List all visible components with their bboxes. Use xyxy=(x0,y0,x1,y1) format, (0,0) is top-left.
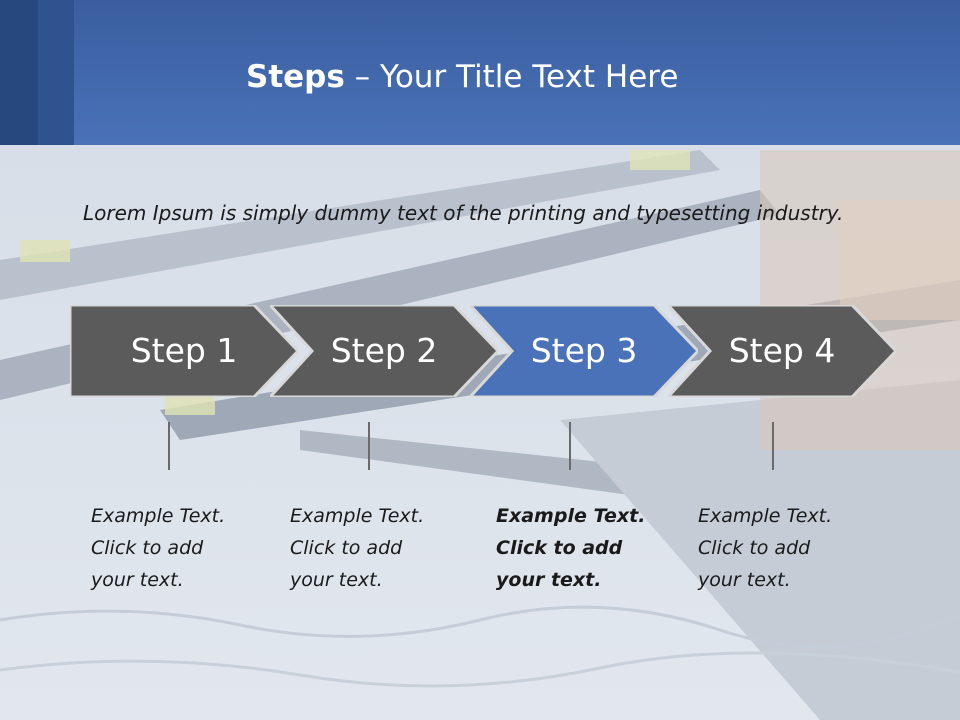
title-rest: – Your Title Text Here xyxy=(344,59,679,95)
step-4-chevron[interactable]: Step 4 xyxy=(668,305,896,397)
chevron-shape xyxy=(470,305,698,397)
description-line: Example Text. xyxy=(698,505,833,527)
step-2-connector-line xyxy=(368,422,370,470)
description-line: your text. xyxy=(290,569,383,591)
description-line: Example Text. xyxy=(496,505,646,527)
slide-title[interactable]: Steps – Your Title Text Here xyxy=(246,55,678,99)
step-1-connector-line xyxy=(168,422,170,470)
header-accent-strip xyxy=(0,0,38,145)
chevron-shape xyxy=(270,305,498,397)
step-4-description[interactable]: Example Text. Click to add your text. xyxy=(698,500,873,596)
step-label: Step 4 xyxy=(728,331,836,370)
step-1-description[interactable]: Example Text. Click to add your text. xyxy=(91,500,266,596)
description-line: Click to add xyxy=(698,537,811,559)
description-line: your text. xyxy=(91,569,184,591)
description-line: your text. xyxy=(698,569,791,591)
step-1-chevron[interactable]: Step 1 xyxy=(70,305,298,397)
step-4-connector-line xyxy=(772,422,774,470)
description-line: Example Text. xyxy=(290,505,425,527)
step-3-connector-line xyxy=(569,422,571,470)
header-accent-strip xyxy=(38,0,74,145)
description-line: Click to add xyxy=(496,537,623,559)
header-bar: Steps – Your Title Text Here xyxy=(0,0,960,145)
step-2-chevron[interactable]: Step 2 xyxy=(270,305,498,397)
step-label: Step 3 xyxy=(530,331,638,370)
chevron-shape xyxy=(70,305,298,397)
step-label: Step 1 xyxy=(130,331,238,370)
description-line: your text. xyxy=(496,569,602,591)
step-label: Step 2 xyxy=(330,331,438,370)
description-line: Click to add xyxy=(290,537,403,559)
step-3-chevron[interactable]: Step 3 xyxy=(470,305,698,397)
chevron-shape xyxy=(668,305,896,397)
step-3-description[interactable]: Example Text. Click to add your text. xyxy=(496,500,671,596)
step-2-description[interactable]: Example Text. Click to add your text. xyxy=(290,500,465,596)
description-line: Example Text. xyxy=(91,505,226,527)
title-bold: Steps xyxy=(246,59,345,95)
intro-text[interactable]: Lorem Ipsum is simply dummy text of the … xyxy=(83,201,844,225)
description-line: Click to add xyxy=(91,537,204,559)
